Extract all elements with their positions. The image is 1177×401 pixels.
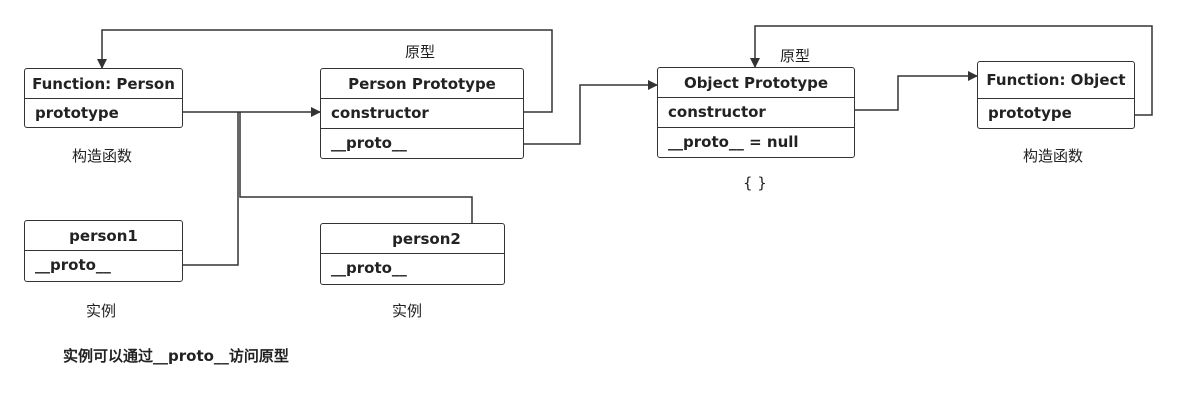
object-constructor-link	[818, 71, 978, 111]
function-object-prototype: prototype	[988, 104, 1072, 122]
object-prototype-link	[750, 25, 1153, 116]
person-proto-to-object-link	[500, 80, 658, 145]
instance-label-1: 实例	[86, 302, 117, 320]
function-object-box: Function: Object prototype	[977, 61, 1135, 129]
constructor-to-person-link	[97, 29, 553, 113]
constructor-function-label-2: 构造函数	[1023, 147, 1084, 165]
person-prototype-constructor: constructor	[331, 104, 429, 122]
proto-access-note: 实例可以通过__proto__访问原型	[63, 347, 289, 365]
object-prototype-title: Object Prototype	[658, 68, 854, 98]
person2-box: person2 __proto__	[320, 223, 505, 285]
person1-box: person1 __proto__	[24, 220, 183, 282]
person-prototype-title: Person Prototype	[321, 69, 523, 99]
constructor-function-label-1: 构造函数	[72, 147, 133, 165]
object-prototype-proto-null: __proto__ = null	[658, 127, 854, 157]
person-prototype-box: Person Prototype constructor __proto__	[320, 68, 524, 159]
function-person-title: Function: Person	[25, 69, 182, 99]
prototype-label-2: 原型	[780, 47, 811, 65]
person-prototype-proto: __proto__	[321, 128, 523, 158]
person2-proto: __proto__	[331, 259, 407, 277]
empty-object-label: { }	[743, 174, 767, 192]
prototype-label-1: 原型	[405, 43, 436, 61]
function-object-title: Function: Object	[978, 62, 1134, 99]
person2-title: person2	[321, 224, 504, 254]
person1-proto: __proto__	[35, 256, 111, 274]
function-person-prototype: prototype	[35, 104, 119, 122]
object-prototype-box: Object Prototype constructor __proto__ =…	[657, 67, 855, 158]
person1-title: person1	[25, 221, 182, 251]
object-prototype-constructor: constructor	[668, 103, 766, 121]
instance-label-2: 实例	[392, 302, 423, 320]
function-person-box: Function: Person prototype	[24, 68, 183, 128]
